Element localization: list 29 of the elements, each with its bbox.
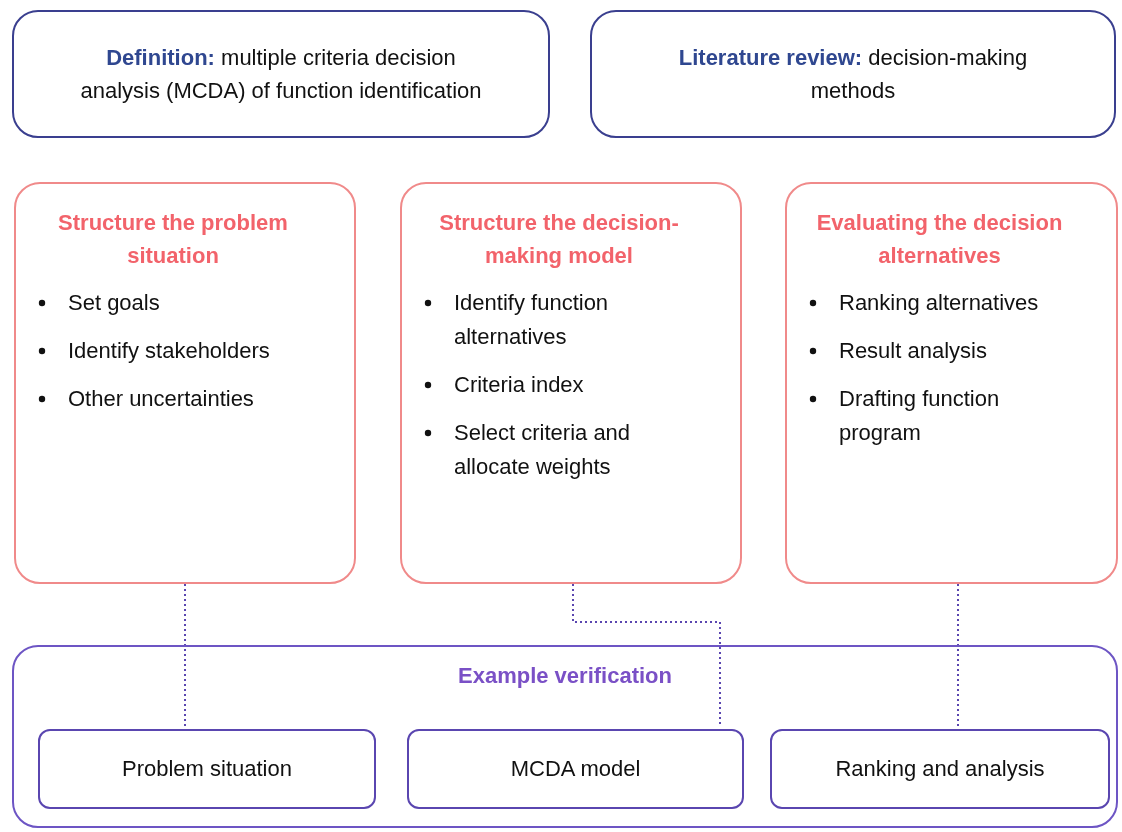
box-label: Ranking and analysis bbox=[835, 756, 1045, 782]
group-panel bbox=[12, 645, 1118, 828]
step-box bbox=[14, 182, 356, 584]
description-text: Literature review: decision-making methods bbox=[677, 44, 1029, 105]
box-label: Problem situation bbox=[122, 756, 292, 782]
process-box bbox=[590, 10, 1116, 138]
bullet-item: Select criteria and allocate weights bbox=[454, 420, 631, 480]
step-box bbox=[400, 182, 742, 584]
box-label: MCDA model bbox=[510, 756, 641, 782]
step-heading: Evaluating the decision alternatives bbox=[815, 209, 1064, 270]
process-box bbox=[770, 729, 1110, 809]
process-box bbox=[407, 729, 744, 809]
step-box bbox=[785, 182, 1118, 584]
dotted-connector bbox=[957, 583, 959, 728]
process-box bbox=[12, 10, 550, 138]
bullet-item: Criteria index bbox=[454, 372, 584, 398]
description-text: Definition: multiple criteria decision analysis (MCDA) of function identification bbox=[79, 44, 483, 105]
bullet-item: Result analysis bbox=[839, 338, 987, 364]
step-heading: Structure the decision-making model bbox=[438, 209, 680, 270]
step-heading: Structure the problem situation bbox=[57, 209, 289, 270]
group-heading: Example verification bbox=[458, 663, 672, 689]
bullet-item: Drafting function program bbox=[839, 386, 1000, 446]
process-box bbox=[38, 729, 376, 809]
bullet-item: Other uncertainties bbox=[68, 386, 254, 412]
bullet-item: Identify function alternatives bbox=[454, 290, 609, 350]
bullet-item: Ranking alternatives bbox=[839, 290, 1039, 315]
dotted-connector bbox=[184, 583, 186, 728]
bullet-item: Identify stakeholders bbox=[68, 338, 270, 364]
bullet-item: Set goals bbox=[68, 290, 160, 315]
